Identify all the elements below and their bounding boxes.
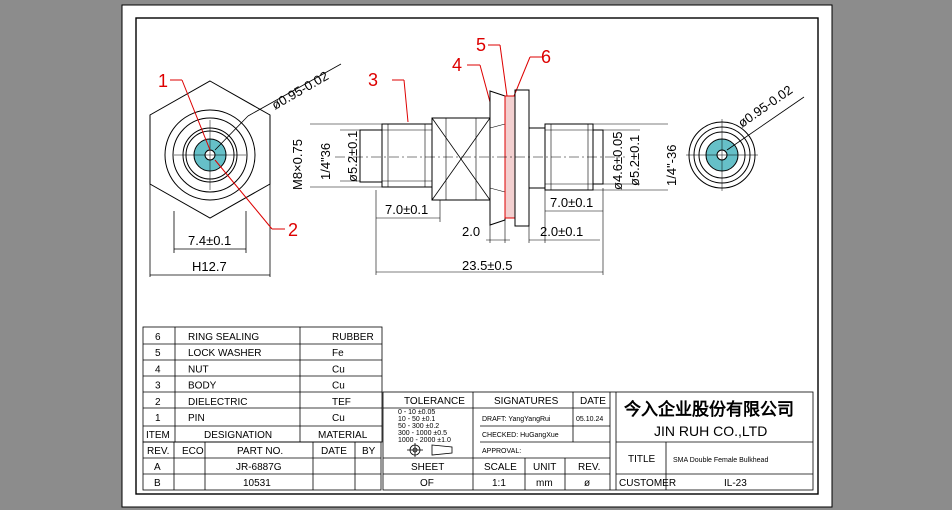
parts-row-mat: Cu [332,381,345,392]
len-left-dim: 7.0±0.1 [385,202,428,217]
nut-width-dim: 2.0 [462,224,480,239]
callout-4: 4 [452,55,462,75]
parts-row-mat: Cu [332,413,345,424]
parts-header-designation: DESIGNATION [204,430,272,441]
parts-row-desig: LOCK WASHER [188,348,262,359]
parts-row-item: 3 [155,381,161,392]
draft-date: 05.10.24 [576,416,603,423]
customer-label: CUSTOMER [619,478,676,489]
tolerance-row-1: 0 - 10 ±0.05 [398,409,435,416]
bore-right-b-dim: ø5.2±0.1 [627,135,642,186]
parts-row-item: 5 [155,348,161,359]
parts-row-item: 2 [155,397,161,408]
callout-6: 6 [541,47,551,67]
parts-row-desig: PIN [188,413,205,424]
parts-rows: 6 RING SEALING RUBBER 5 LOCK WASHER Fe 4 NUT Cu 3… [155,332,374,424]
scale-value: 1:1 [492,478,506,489]
tolerance-row-4: 300 - 1000 ±0.5 [398,430,447,437]
rev-header-part: PART NO. [237,446,283,457]
thread-dim: M8×0.75 [290,139,305,190]
bore-right-a-dim: ø4.6±0.05 [610,132,625,190]
parts-row-mat: Fe [332,348,344,359]
parts-row-item: 6 [155,332,161,343]
rev-header-rev: REV. [147,446,169,457]
rev-row-a-rev: A [154,462,161,473]
tolerance-row-3: 50 - 300 ±0.2 [398,423,439,430]
rev-header-by: BY [362,446,376,457]
parts-row-desig: BODY [188,381,217,392]
parts-row-mat: TEF [332,397,351,408]
rev-header-eco: ECO [182,446,204,457]
callout-3: 3 [368,70,378,90]
callout-1: 1 [158,71,168,91]
scale-label: SCALE [484,462,517,473]
hex-outer-dim: H12.7 [192,259,227,274]
sheet-label: SHEET [411,462,444,473]
tolerance-row-2: 10 - 50 ±0.1 [398,416,435,423]
rev-row-b-part: 10531 [243,478,271,489]
len-right-dim: 7.0±0.1 [550,195,593,210]
rev-label: REV. [578,462,600,473]
checked-signature: CHECKED: HuGangXue [482,432,559,439]
approval-label: APPROVAL: [482,448,521,455]
customer-value: IL-23 [724,478,747,489]
projection-symbol-icon [407,443,453,457]
overall-length-dim: 23.5±0.5 [462,258,513,273]
draft-signature: DRAFT: YangYangRui [482,416,551,423]
parts-row-desig: NUT [188,364,209,375]
parts-header-material: MATERIAL [318,430,368,441]
callout-2: 2 [288,220,298,240]
right-end-view [686,96,805,191]
parts-row-desig: DIELECTRIC [188,397,247,408]
tolerance-row-5: 1000 - 2000 ±1.0 [398,437,451,444]
drawing-title: SMA Double Female Bulkhead [673,457,768,464]
bore-left-dim: ø5.2±0.1 [345,131,360,182]
left-end-view [149,63,342,277]
unit-label: UNIT [533,462,556,473]
paper-inner-border [135,17,819,495]
parts-table-grid [142,326,383,443]
rev-row-b-rev: B [154,478,161,489]
date-label: DATE [580,396,606,407]
thread-left-dim: 1/4"36 [318,143,333,180]
tolerance-title: TOLERANCE [404,396,465,407]
unit-value: mm [536,478,553,489]
company-name-chinese: 今入企业股份有限公司 [624,399,794,419]
title-label: TITLE [628,454,656,465]
callout-leaders-left [170,44,542,230]
rev-value: ø [584,478,590,489]
thread-right-dim: 1/4"-36 [664,145,679,186]
sheet-value: OF [420,478,434,489]
title-grid [382,391,814,491]
parts-row-item: 1 [155,413,161,424]
paper-outer-border [121,4,833,508]
rev-header-date: DATE [321,446,347,457]
parts-row-item: 4 [155,364,161,375]
right-step-dim: 2.0±0.1 [540,224,583,239]
company-name-english: JIN RUH CO.,LTD [654,423,767,439]
side-view [310,89,668,275]
rev-row-a-part: JR-6887G [236,462,282,473]
rev-table-grid [142,441,382,491]
hex-inner-dim: 7.4±0.1 [188,233,231,248]
parts-row-mat: RUBBER [332,332,374,343]
parts-row-mat: Cu [332,364,345,375]
parts-row-desig: RING SEALING [188,332,259,343]
parts-header-item: ITEM [146,430,170,441]
signatures-title: SIGNATURES [494,396,559,407]
callout-5: 5 [476,35,486,55]
